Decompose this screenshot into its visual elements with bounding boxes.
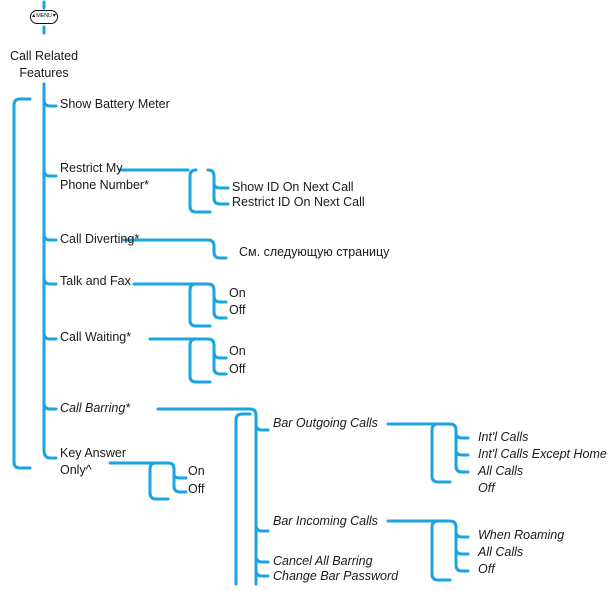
barring-option: Bar Outgoing Calls [273, 416, 378, 430]
menu-item-talk-and-fax: Talk and Fax [60, 274, 131, 288]
menu-item-key-answer-line1: Key Answer [60, 446, 127, 460]
key-answer-option: Off [188, 482, 205, 496]
restrict-option: Restrict ID On Next Call [232, 195, 365, 209]
menu-item-call-diverting: Call Diverting* [60, 232, 140, 246]
incoming-option: When Roaming [478, 528, 565, 542]
root-label-line1: Call Related [9, 49, 79, 63]
barring-option: Bar Incoming Calls [273, 514, 378, 528]
menu-item-restrict-line2: Phone Number* [60, 178, 149, 192]
menu-key-icon: ▲MENU▼ [30, 10, 58, 24]
menu-item-call-barring: Call Barring* [60, 401, 131, 415]
outgoing-option: Int'l Calls [478, 430, 529, 444]
key-answer-option: On [188, 464, 205, 478]
menu-item-call-waiting: Call Waiting* [60, 330, 132, 344]
incoming-option: Off [478, 562, 495, 576]
menu-item-key-answer-line2: Only^ [60, 463, 92, 477]
incoming-option: All Calls [478, 545, 524, 559]
outgoing-option: Int'l Calls Except Home [478, 447, 607, 461]
call-waiting-option: On [229, 344, 246, 358]
barring-option: Cancel All Barring [273, 554, 373, 568]
diverting-note: См. следующую страницу [239, 245, 390, 259]
call-waiting-option: Off [229, 362, 246, 376]
restrict-option: Show ID On Next Call [232, 180, 354, 194]
barring-option: Change Bar Password [273, 569, 399, 583]
root-label-line2: Features [19, 66, 69, 80]
menu-item-show-battery-meter: Show Battery Meter [60, 97, 170, 111]
outgoing-option: All Calls [478, 464, 524, 478]
talk-fax-option: Off [229, 303, 246, 317]
outgoing-option: Off [478, 481, 495, 495]
talk-fax-option: On [229, 286, 246, 300]
menu-item-restrict-line1: Restrict My [60, 161, 123, 175]
